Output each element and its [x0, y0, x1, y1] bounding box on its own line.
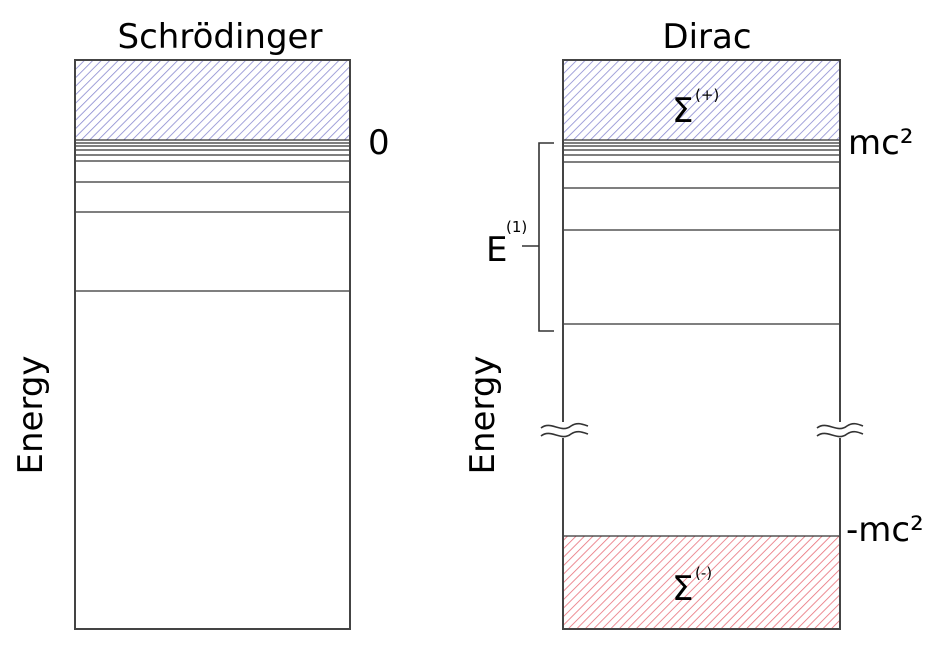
negative-continuum-label: Σ (-) — [672, 564, 712, 609]
negative-continuum-symbol: Σ — [672, 569, 693, 609]
schrodinger-title: Schrödinger — [118, 17, 323, 57]
dirac-energy-axis-label: Energy — [463, 355, 503, 474]
dirac-title: Dirac — [662, 17, 751, 57]
positive-continuum-label: Σ (+) — [672, 86, 719, 131]
schrodinger-energy-axis-label: Energy — [11, 355, 51, 474]
dirac-positive-continuum — [563, 60, 840, 140]
bound-states-superscript: (1) — [506, 218, 527, 236]
axis-break-left — [538, 422, 589, 438]
positive-continuum-superscript: (+) — [695, 86, 719, 104]
dirac-box — [562, 59, 841, 630]
bound-states-bracket — [522, 142, 554, 332]
schrodinger-continuum — [75, 60, 350, 140]
negative-continuum-superscript: (-) — [695, 564, 712, 582]
minus-mc2-label: -mc² — [846, 510, 924, 550]
dirac-negative-continuum — [563, 536, 840, 629]
schrodinger-panel: Schrödinger 0 Energy — [11, 17, 390, 630]
zero-energy-label: 0 — [368, 123, 390, 163]
bound-states-symbol: E — [486, 230, 507, 270]
dirac-panel: Dirac Σ (+) — [463, 17, 924, 630]
dirac-energy-levels — [563, 139, 840, 537]
schrodinger-energy-levels — [75, 139, 350, 292]
schrodinger-box — [74, 59, 351, 630]
positive-continuum-symbol: Σ — [672, 91, 693, 131]
mc2-label: mc² — [848, 123, 913, 163]
axis-break-right — [815, 422, 865, 438]
